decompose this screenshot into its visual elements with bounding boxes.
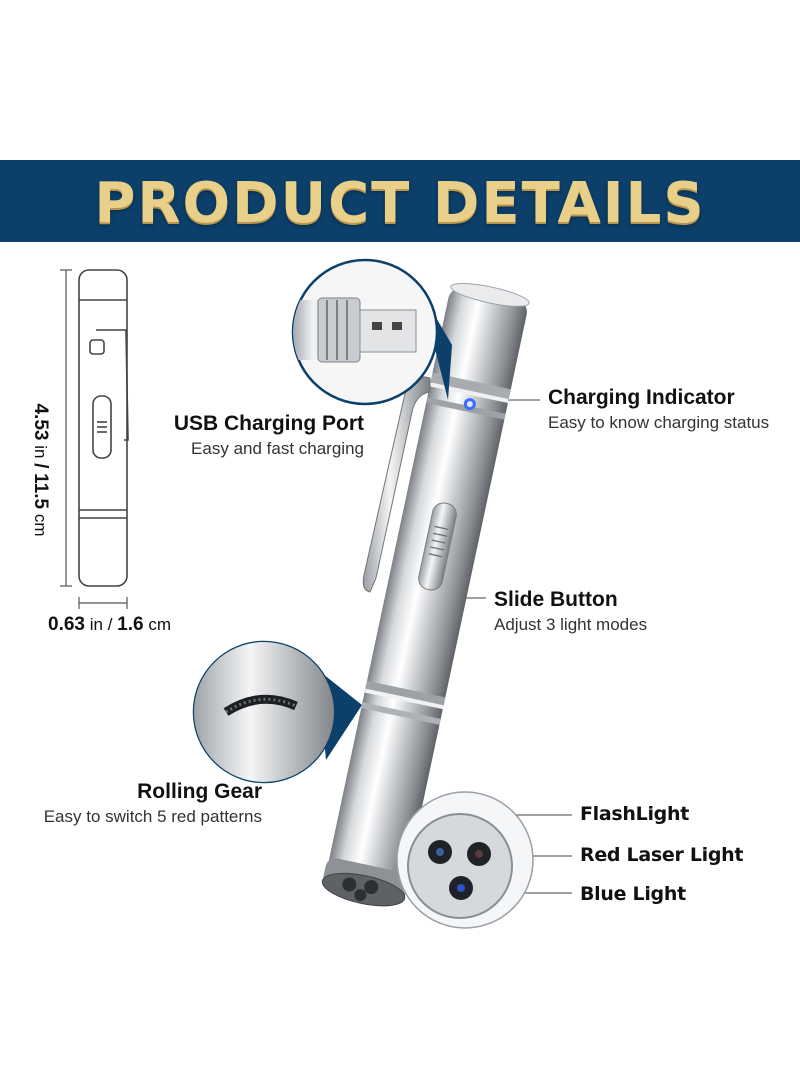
height-inches: 4.53 xyxy=(30,403,51,441)
width-dimension-label: 0.63 in / 1.6 cm xyxy=(48,614,171,636)
gear-subtitle: Easy to switch 5 red patterns xyxy=(43,807,262,826)
dimension-lines xyxy=(60,269,128,609)
pen-outline-drawing xyxy=(78,269,129,587)
lens-head-closeup xyxy=(396,791,534,929)
banner-title: PRODUCT DETAILS xyxy=(94,170,706,236)
indicator-title: Charging Indicator xyxy=(548,386,735,409)
indicator-subtitle: Easy to know charging status xyxy=(548,413,770,432)
width-cm: 1.6 xyxy=(117,614,144,635)
rolling-gear-closeup xyxy=(192,640,336,784)
slide-button-label: Slide Button Adjust 3 light modes xyxy=(494,588,647,635)
width-inch-unit: in xyxy=(89,615,103,634)
usb-title: USB Charging Port xyxy=(173,412,364,435)
rolling-gear-label: Rolling Gear Easy to switch 5 red patter… xyxy=(26,780,262,827)
slide-title: Slide Button xyxy=(494,588,618,611)
usb-port-closeup xyxy=(291,258,439,406)
width-cm-unit: cm xyxy=(148,615,171,634)
height-cm: 11.5 xyxy=(30,473,51,510)
width-separator: / xyxy=(107,615,113,634)
blue-light-label: Blue Light xyxy=(580,883,686,905)
charging-indicator-label: Charging Indicator Easy to know charging… xyxy=(548,386,769,433)
height-cm-unit: cm xyxy=(31,513,50,537)
height-dimension-label: 4.53 in / 11.5 cm xyxy=(29,403,51,536)
usb-subtitle: Easy and fast charging xyxy=(191,439,364,458)
width-inches: 0.63 xyxy=(48,614,85,635)
red-laser-label: Red Laser Light xyxy=(580,844,744,866)
usb-charging-port-label: USB Charging Port Easy and fast charging xyxy=(164,412,364,459)
height-separator: / xyxy=(30,463,51,469)
flashlight-label: FlashLight xyxy=(580,803,689,825)
gear-title: Rolling Gear xyxy=(137,780,262,803)
product-details-banner: PRODUCT DETAILS xyxy=(0,160,800,242)
laser-pointer-pen xyxy=(321,282,530,907)
height-inch-unit: in xyxy=(31,445,50,459)
slide-subtitle: Adjust 3 light modes xyxy=(494,615,648,634)
